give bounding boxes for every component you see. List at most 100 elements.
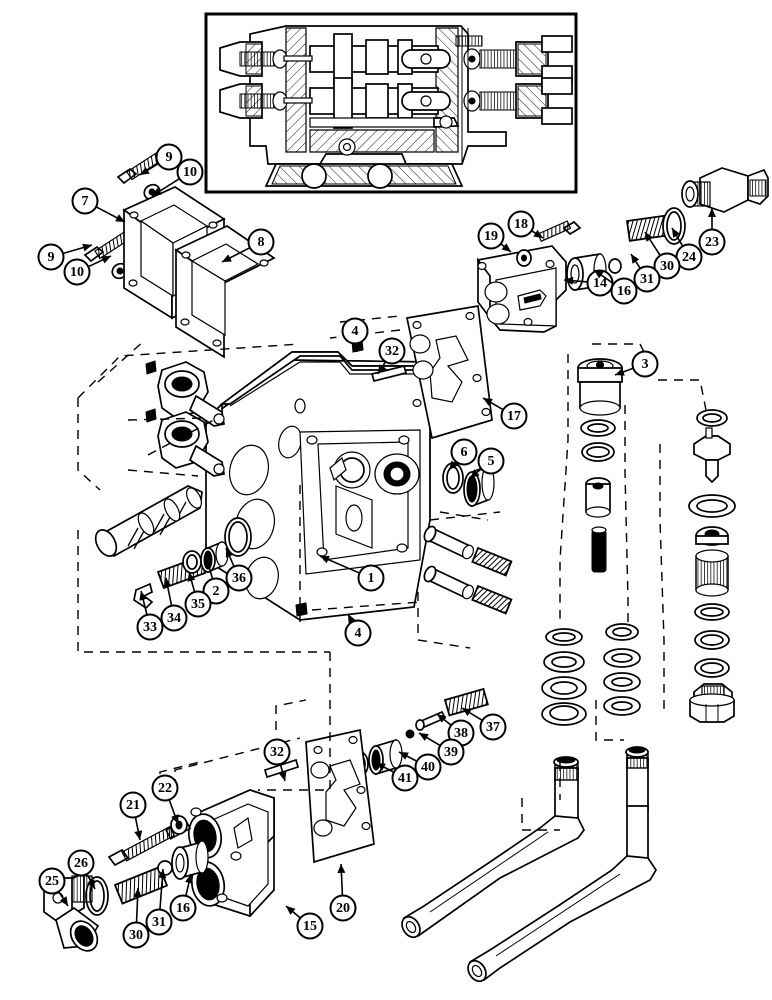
callout-number: 2: [213, 584, 220, 599]
callout-arrowhead: [286, 906, 296, 915]
callout-balloon: [341, 317, 369, 345]
callout-arrowhead: [449, 460, 458, 470]
cap-screw-upper: [116, 150, 165, 201]
spring-upper: [471, 546, 513, 577]
callout-cap-screw-lower: 9: [37, 243, 93, 271]
callout-balloon: [119, 791, 147, 819]
callout-arrowhead: [134, 830, 143, 840]
callout-o-ring-elbow: 26: [67, 849, 96, 890]
callout-layer: 1234456789910101415161617181920212223242…: [37, 143, 726, 949]
relief-cartridge-stack: [688, 409, 736, 678]
callout-arrowhead: [399, 752, 409, 760]
callout-number: 38: [454, 726, 468, 741]
callout-balloon: [610, 277, 638, 305]
cross-section-inset: [204, 12, 578, 194]
callout-balloon: [477, 447, 505, 475]
callout-relief-spring-upper: 30: [644, 231, 681, 280]
callout-number: 10: [70, 265, 84, 280]
callout-arrowhead: [87, 879, 95, 889]
callout-arrowhead: [101, 256, 111, 264]
callout-spool-seal-ring: 2: [202, 555, 230, 605]
callout-arrowhead: [158, 869, 167, 879]
callout-cover-flange-plate: 7: [71, 187, 126, 223]
callout-number: 33: [143, 620, 157, 635]
elbow-fitting: [43, 870, 100, 952]
callout-number: 10: [183, 165, 197, 180]
callout-arrowhead: [222, 254, 232, 262]
callout-detent-ball: 39: [418, 732, 465, 766]
callout-balloon: [507, 210, 535, 238]
cap-screw-cover-upper: [537, 220, 582, 243]
callout-arrowhead: [615, 368, 625, 376]
callout-arrowhead: [337, 864, 346, 874]
callout-balloon: [479, 713, 507, 741]
callout-washer-long-screw: 22: [151, 774, 179, 825]
callout-arrowhead: [59, 896, 68, 906]
callout-valve-body: 1: [319, 555, 385, 592]
callout-cap-screw-long: 21: [119, 791, 147, 841]
callout-washer-lower: 10: [63, 255, 112, 286]
callout-number: 1: [368, 571, 375, 586]
plunger-lower: [423, 565, 475, 600]
callout-back-up-ring: 35: [184, 571, 212, 618]
callout-number: 3: [642, 357, 649, 372]
callout-number: 6: [461, 445, 468, 460]
callout-relief-spring-lower: 30: [122, 887, 150, 949]
callout-balloon: [38, 867, 66, 895]
callout-number: 30: [660, 259, 674, 274]
callout-balloon: [136, 613, 164, 641]
nut-lower: [145, 408, 157, 423]
callout-arrowhead: [140, 166, 150, 175]
callout-number: 16: [617, 284, 631, 299]
callout-arrowhead: [631, 254, 640, 264]
callout-retainer-bushing-lower: 16: [169, 873, 197, 922]
callout-balloon: [437, 738, 465, 766]
detent-ball: [405, 729, 415, 739]
callout-arrowhead: [352, 342, 361, 352]
callout-number: 41: [398, 771, 412, 786]
valve-body: [203, 351, 431, 621]
callout-adapter-fitting: 23: [698, 208, 726, 256]
callout-number: 20: [336, 901, 350, 916]
callout-dowel-pin-lower: 4: [344, 613, 372, 647]
callout-arrowhead: [348, 614, 356, 624]
callout-balloon: [122, 921, 150, 949]
callout-arrowhead: [419, 733, 429, 742]
callout-arrowhead: [501, 243, 511, 252]
callout-cap-screw-upper: 9: [139, 143, 183, 176]
callout-arrowhead: [470, 469, 480, 478]
callout-arrowhead: [185, 874, 193, 884]
callout-arrowhead: [483, 398, 493, 406]
callout-number: 9: [166, 150, 173, 165]
rocker-arm-lower: [157, 411, 225, 477]
callout-detent-spring: 37: [461, 707, 507, 741]
callout-balloon: [37, 243, 65, 271]
valve-spool-assembly: [94, 485, 203, 557]
callout-arrowhead: [320, 555, 330, 564]
callout-arrowhead: [133, 888, 142, 898]
callout-number: 8: [258, 235, 265, 250]
callout-dowel-pin-cover-lower: 32: [263, 738, 291, 782]
callout-arrowhead: [437, 714, 447, 723]
callout-dowel-pin-upper: 4: [341, 317, 369, 353]
ball-lower: [157, 860, 173, 876]
seal-kit-column-left: [541, 628, 587, 726]
callout-number: 31: [640, 272, 654, 287]
callout-balloon: [184, 590, 212, 618]
retainer-bushing-lower: [171, 840, 209, 880]
callout-balloon: [202, 577, 230, 605]
seal-kit-column-right: [603, 623, 641, 716]
flange-gasket: [174, 225, 276, 359]
adapter-fitting: [681, 167, 769, 213]
end-cap-gasket: [305, 728, 375, 864]
callout-number: 32: [270, 745, 284, 760]
callout-number: 34: [167, 611, 181, 626]
callout-balloon: [477, 222, 505, 250]
callout-o-ring: 6: [448, 438, 478, 471]
callout-balloon: [151, 774, 179, 802]
callout-number: 16: [176, 901, 190, 916]
callout-balloon: [450, 438, 478, 466]
callout-washer-cover-upper: 19: [477, 222, 512, 253]
